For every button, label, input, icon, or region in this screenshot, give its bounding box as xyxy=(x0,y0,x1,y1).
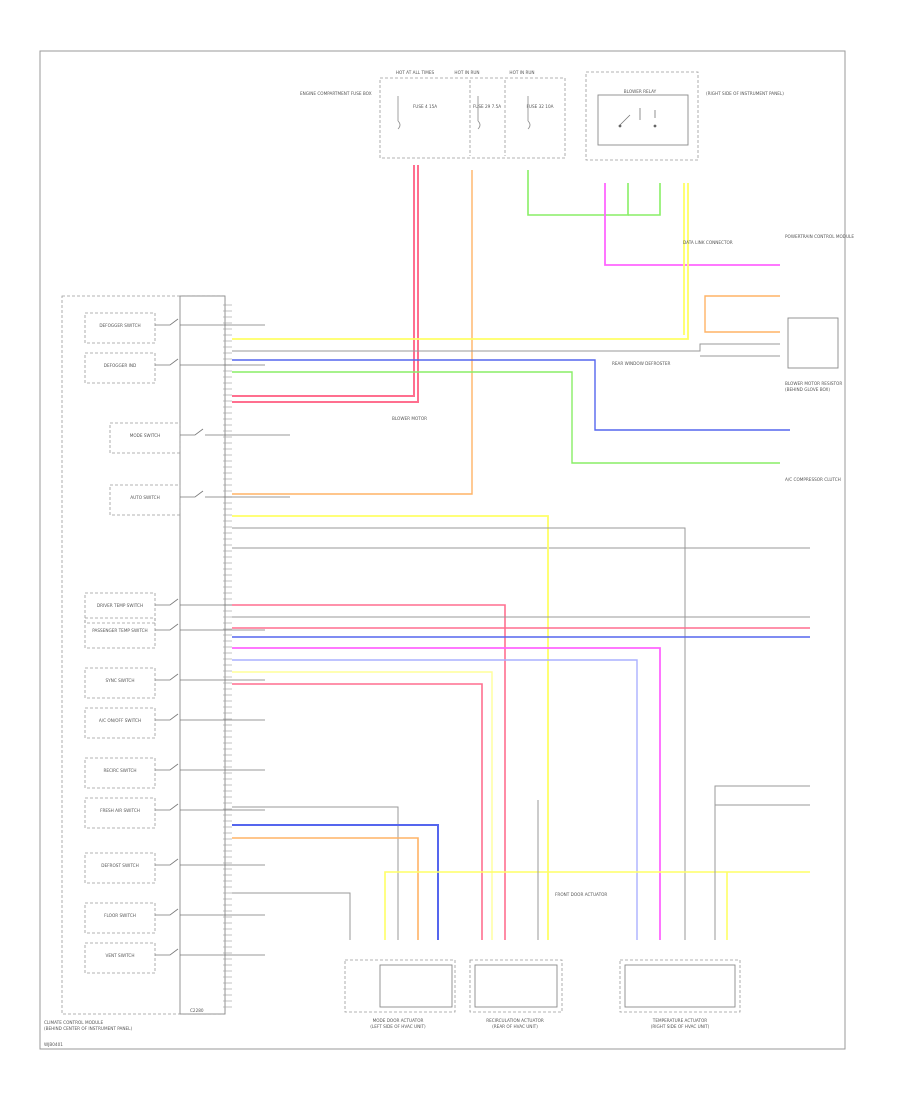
wire-green-fuse xyxy=(527,170,629,216)
note-defroster: REAR WINDOW DEFROSTER xyxy=(612,361,671,366)
bottom-actuators: MODE DOOR ACTUATOR (LEFT SIDE OF HVAC UN… xyxy=(344,959,741,1029)
mode-actuator-outline xyxy=(344,959,456,1013)
fuse-3-label: FUSE 32 10A xyxy=(527,104,554,109)
relay-box xyxy=(597,94,689,146)
fuse-box: HOT AT ALL TIMES HOT IN RUN HOT IN RUN F… xyxy=(300,70,566,159)
switch-defogger-switch: DEFOGGER SWITCH xyxy=(84,312,265,344)
wire-red-2 xyxy=(232,604,506,940)
switch-label: PASSENGER TEMP SWITCH xyxy=(92,628,147,633)
note-resistor: BLOWER MOTOR RESISTOR xyxy=(785,381,842,386)
switch-fresh-air-switch: FRESH AIR SWITCH xyxy=(84,797,265,829)
wire-red-4 xyxy=(232,683,483,940)
mode-actuator-location: (LEFT SIDE OF HVAC UNIT) xyxy=(370,1024,426,1029)
switch-label: DEFROST SWITCH xyxy=(101,863,138,868)
switch-passenger-temp-switch: PASSENGER TEMP SWITCH xyxy=(84,617,265,649)
fuse-2-title: HOT IN RUN xyxy=(454,70,479,75)
note-dlc: DATA LINK CONNECTOR xyxy=(683,240,733,245)
module-connector-block xyxy=(179,295,226,1015)
fuse-3-title: HOT IN RUN xyxy=(509,70,534,75)
switch-label: A/C ON/OFF SWITCH xyxy=(99,718,141,723)
switch-label: MODE SWITCH xyxy=(130,433,161,438)
switch-label: FRESH AIR SWITCH xyxy=(100,808,140,813)
wire-orange-fuse xyxy=(232,170,473,495)
switch-vent-switch: VENT SWITCH xyxy=(84,942,265,974)
switch-floor-switch: FLOOR SWITCH xyxy=(84,902,265,934)
blower-relay: BLOWER RELAY (RIGHT SIDE OF INSTRUMENT P… xyxy=(585,71,784,161)
wire-red-fuse-2 xyxy=(232,165,415,397)
wire-green-1 xyxy=(232,371,780,464)
wire-yellow-4 xyxy=(384,871,810,940)
wire-green-relay xyxy=(628,183,661,216)
note-pcm: POWERTRAIN CONTROL MODULE xyxy=(785,234,854,239)
temp-actuator-location: (RIGHT SIDE OF HVAC UNIT) xyxy=(651,1024,710,1029)
recirc-actuator-name: RECIRCULATION ACTUATOR xyxy=(486,1018,544,1023)
switch-driver-temp-switch: DRIVER TEMP SWITCH xyxy=(84,592,265,624)
wire-yellow-relay xyxy=(232,183,689,340)
recirc-actuator-outline xyxy=(469,959,563,1013)
temp-actuator-name: TEMPERATURE ACTUATOR xyxy=(652,1018,708,1023)
switch-a-c-on-off-switch: A/C ON/OFF SWITCH xyxy=(84,707,265,739)
relay-outline xyxy=(585,71,699,161)
diagram-frame xyxy=(39,50,846,1050)
note-blower: BLOWER MOTOR xyxy=(392,416,427,421)
switch-auto-switch: AUTO SWITCH xyxy=(109,484,290,516)
fuse-1-label: FUSE 4 15A xyxy=(413,104,437,109)
fuse-box-outline xyxy=(379,77,566,159)
mode-actuator-box xyxy=(379,964,453,1008)
wire-grey-6 xyxy=(232,806,399,940)
wire-pink-relay xyxy=(604,183,780,266)
wire-grey-4 xyxy=(232,527,686,940)
module-switches: DEFOGGER SWITCH DEFOGGER IND MODE SWITCH AU… xyxy=(84,312,290,974)
switch-label: DEFOGGER IND xyxy=(104,363,137,368)
module-pins xyxy=(223,304,232,1008)
wire-yellow-2 xyxy=(232,515,549,940)
wire-yellow-3 xyxy=(232,671,493,940)
switch-label: AUTO SWITCH xyxy=(130,495,160,500)
relay-title: BLOWER RELAY xyxy=(624,89,657,94)
switch-label: FLOOR SWITCH xyxy=(104,913,136,918)
switch-label: SYNC SWITCH xyxy=(105,678,134,683)
climate-control-module: CLIMATE CONTROL MODULE (BEHIND CENTER OF… xyxy=(44,295,226,1031)
wire-grey-7 xyxy=(232,892,351,940)
switch-label: DRIVER TEMP SWITCH xyxy=(97,603,143,608)
fuse-2-label: FUSE 29 7.5A xyxy=(473,104,501,109)
right-connector: POWERTRAIN CONTROL MODULE DATA LINK CONN… xyxy=(392,234,854,897)
module-title: CLIMATE CONTROL MODULE xyxy=(44,1020,103,1025)
temp-actuator-box xyxy=(624,964,736,1008)
module-connector-id: C2280 xyxy=(190,1008,204,1013)
wire-grey-1 xyxy=(232,343,780,352)
switch-sync-switch: SYNC SWITCH xyxy=(84,667,265,699)
page-code: WJB0401 xyxy=(44,1042,63,1047)
wire-orange-2 xyxy=(232,837,419,940)
note-door-actuator: FRONT DOOR ACTUATOR xyxy=(555,892,607,897)
fuse-1-circuit: ENGINE COMPARTMENT FUSE BOX xyxy=(300,91,372,96)
relay-location: (RIGHT SIDE OF INSTRUMENT PANEL) xyxy=(706,91,784,96)
wire-orange-right xyxy=(704,295,780,333)
wire-pink-2 xyxy=(232,647,661,940)
switch-label: VENT SWITCH xyxy=(106,953,135,958)
mode-actuator-name: MODE DOOR ACTUATOR xyxy=(373,1018,424,1023)
wire-blue-1 xyxy=(232,359,790,431)
recirc-actuator-location: (REAR OF HVAC UNIT) xyxy=(492,1024,538,1029)
module-location: (BEHIND CENTER OF INSTRUMENT PANEL) xyxy=(44,1026,132,1031)
switch-mode-switch: MODE SWITCH xyxy=(109,422,290,454)
switch-defogger-ind: DEFOGGER IND xyxy=(84,352,265,384)
switch-label: DEFOGGER SWITCH xyxy=(99,323,140,328)
wire-grey-8 xyxy=(714,785,810,940)
note-glovebox: (BEHIND GLOVE BOX) xyxy=(785,387,830,392)
wires xyxy=(232,165,810,940)
switch-label: RECIRC SWITCH xyxy=(103,768,136,773)
switch-recirc-switch: RECIRC SWITCH xyxy=(84,757,265,789)
right-connector-box xyxy=(787,317,839,369)
temp-actuator-outline xyxy=(619,959,741,1013)
wire-red-fuse xyxy=(232,165,419,403)
recirc-actuator-box xyxy=(474,964,558,1008)
note-ac-clutch: A/C COMPRESSOR CLUTCH xyxy=(785,477,841,482)
switch-defrost-switch: DEFROST SWITCH xyxy=(84,852,265,884)
fuse-1-title: HOT AT ALL TIMES xyxy=(396,70,435,75)
wire-blue-3 xyxy=(232,659,638,940)
wire-blue-4 xyxy=(232,824,439,940)
